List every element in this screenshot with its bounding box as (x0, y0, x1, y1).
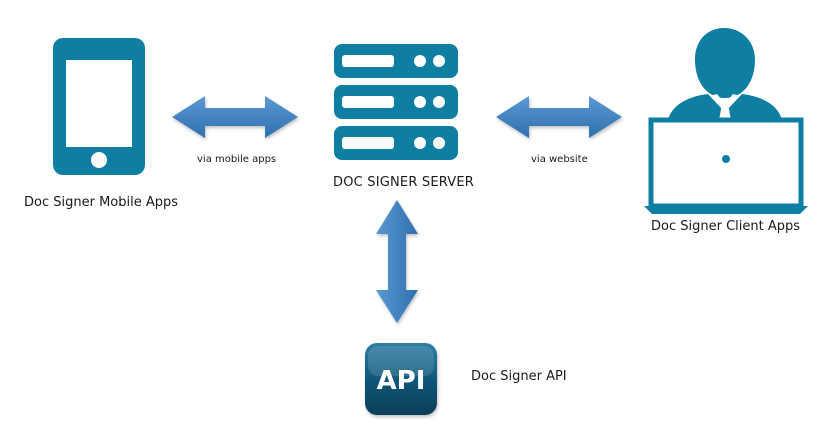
arrow-mobile-server (172, 96, 298, 138)
arrow-server-api (376, 200, 418, 323)
user-laptop-icon (644, 28, 808, 214)
edge-label-server-client: via website (531, 154, 588, 165)
mobile-apps-label: Doc Signer Mobile Apps (24, 195, 179, 210)
server-icon (334, 44, 458, 160)
arrow-server-client (496, 96, 622, 138)
edge-label-mobile-server: via mobile apps (197, 154, 277, 165)
server-label: DOC SIGNER SERVER (333, 175, 475, 190)
client-apps-label: Doc Signer Client Apps (651, 219, 801, 234)
api-label: Doc Signer API (471, 369, 567, 384)
smartphone-icon (53, 38, 145, 175)
api-icon-text: API (377, 366, 426, 396)
api-icon: API (365, 343, 437, 415)
